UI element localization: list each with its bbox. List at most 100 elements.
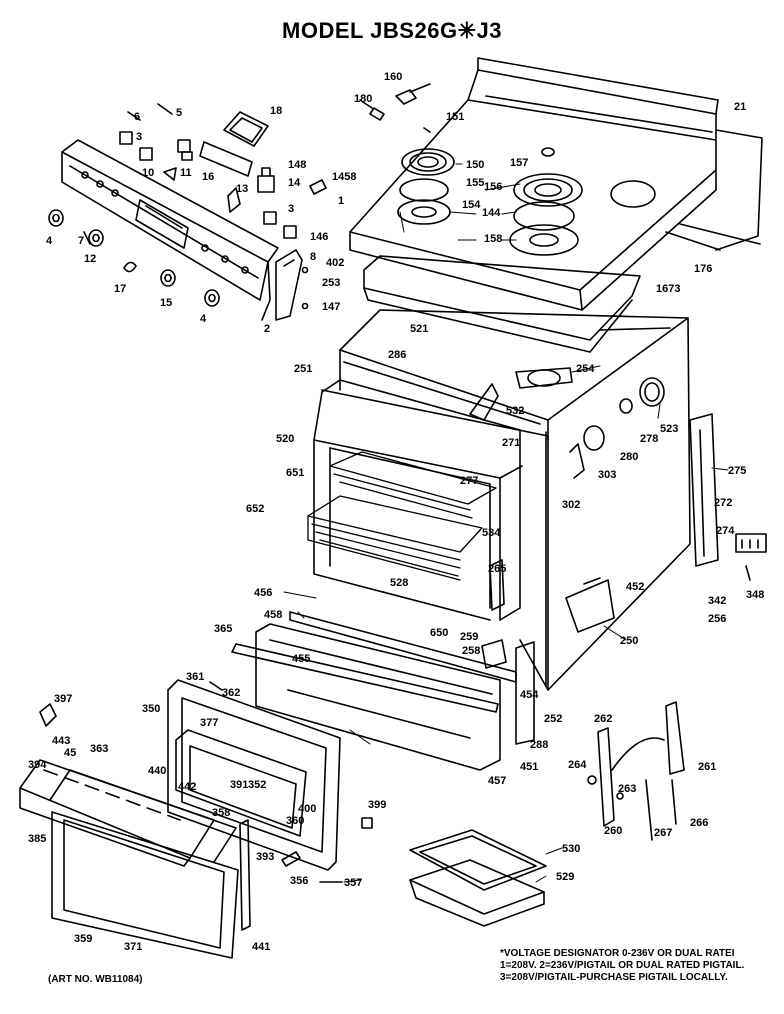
- part-label: 288: [530, 739, 548, 751]
- part-label: 458: [264, 609, 282, 621]
- part-label: 251: [294, 363, 312, 375]
- part-label: 529: [556, 871, 574, 883]
- part-label: 17: [114, 283, 126, 295]
- part-label: 250: [620, 635, 638, 647]
- part-label: 393: [256, 851, 274, 863]
- part-label: 652: [246, 503, 264, 515]
- part-label: 357: [344, 877, 362, 889]
- part-label: 265: [488, 563, 506, 575]
- part-label: 15: [160, 297, 172, 309]
- part-label: 261: [698, 761, 716, 773]
- part-label: 151: [446, 111, 464, 123]
- part-label: 3: [136, 131, 142, 143]
- part-label: 267: [654, 827, 672, 839]
- part-label: 402: [326, 257, 344, 269]
- part-label: 256: [708, 613, 726, 625]
- part-label: 13: [236, 183, 248, 195]
- part-label: 361: [186, 671, 204, 683]
- control-panel: [61, 139, 279, 321]
- part-label: 394: [28, 759, 47, 771]
- part-label: 158: [484, 233, 502, 245]
- part-label: 144: [482, 207, 501, 219]
- part-label: 272: [714, 497, 732, 509]
- page-title: MODEL JBS26G✳J3: [282, 18, 502, 43]
- part-label: 253: [322, 277, 340, 289]
- part-label: 274: [716, 525, 735, 537]
- part-label: 521: [410, 323, 428, 335]
- part-label: 4: [46, 235, 53, 247]
- part-label: 348: [746, 589, 764, 601]
- part-label: 263: [618, 783, 636, 795]
- voltage-note: *VOLTAGE DESIGNATOR 0-236V OR DUAL RATEI…: [500, 948, 780, 984]
- part-label: 275: [728, 465, 746, 477]
- part-label: 157: [510, 157, 528, 169]
- part-label: 4: [200, 313, 207, 325]
- element-connections: [469, 367, 665, 745]
- part-label: 454: [520, 689, 539, 701]
- part-label: 10: [142, 167, 154, 179]
- part-label: 180: [354, 93, 372, 105]
- part-label: 651: [286, 467, 304, 479]
- part-label: 148: [288, 159, 306, 171]
- part-label: 342: [708, 595, 726, 607]
- part-label: 5: [176, 107, 182, 119]
- part-number-labels: 160 180 151 21 18 6 5 3 10 11 16 13 148 …: [28, 71, 764, 953]
- voltage-note-line: 3=208V/PIGTAIL-PURCHASE PIGTAIL LOCALLY.: [500, 972, 728, 983]
- part-label: 358: [212, 807, 230, 819]
- part-label: 176: [694, 263, 712, 275]
- part-label: 278: [640, 433, 658, 445]
- back-panel: [665, 129, 763, 251]
- part-label: 155: [466, 177, 484, 189]
- part-label: 266: [690, 817, 708, 829]
- part-label: 377: [200, 717, 218, 729]
- part-label: 147: [322, 301, 340, 313]
- part-label: 302: [562, 499, 580, 511]
- part-label: 456: [254, 587, 272, 599]
- part-label: 650: [430, 627, 448, 639]
- part-label: 260: [604, 825, 622, 837]
- part-label: 264: [568, 759, 587, 771]
- switches-and-clock: [119, 83, 431, 239]
- part-label: 400: [298, 803, 316, 815]
- broiler-pan: [409, 829, 547, 927]
- cooktop-frame: [363, 255, 641, 353]
- part-label: 528: [390, 577, 408, 589]
- knobs: [48, 209, 220, 307]
- part-label: 12: [84, 253, 96, 265]
- part-label: 11: [180, 167, 192, 179]
- part-label: 18: [270, 105, 282, 117]
- voltage-note-line: *VOLTAGE DESIGNATOR 0-236V OR DUAL RATEI: [500, 948, 735, 959]
- part-label: 259: [460, 631, 478, 643]
- part-label: 443: [52, 735, 70, 747]
- part-label: 440: [148, 765, 166, 777]
- part-label: 156: [484, 181, 502, 193]
- part-label: 532: [506, 405, 524, 417]
- part-label: 280: [620, 451, 638, 463]
- door-hinges: [587, 701, 685, 841]
- part-label: 286: [388, 349, 406, 361]
- part-label: 451: [520, 761, 538, 773]
- part-label: 356: [290, 875, 308, 887]
- part-label: 455: [292, 653, 310, 665]
- part-label: 350: [142, 703, 160, 715]
- part-label: 523: [660, 423, 678, 435]
- part-label: 2: [264, 323, 270, 335]
- part-label: 252: [544, 713, 562, 725]
- oven-door-parts: [19, 679, 373, 959]
- part-label: 385: [28, 833, 46, 845]
- leader-lines: [283, 163, 729, 883]
- part-label: 262: [594, 713, 612, 725]
- part-label: 352: [248, 779, 266, 791]
- part-label: 371: [124, 941, 142, 953]
- part-label: 154: [462, 199, 481, 211]
- part-label: 150: [466, 159, 484, 171]
- part-label: 1673: [656, 283, 680, 295]
- part-label: 146: [310, 231, 328, 243]
- part-label: 14: [288, 177, 301, 189]
- part-label: 3: [288, 203, 294, 215]
- part-label: 397: [54, 693, 72, 705]
- part-label: 399: [368, 799, 386, 811]
- voltage-note-line: 1=208V. 2=236V/PIGTAIL OR DUAL RATED PIG…: [500, 960, 745, 971]
- part-label: 8: [310, 251, 316, 263]
- part-label: 520: [276, 433, 294, 445]
